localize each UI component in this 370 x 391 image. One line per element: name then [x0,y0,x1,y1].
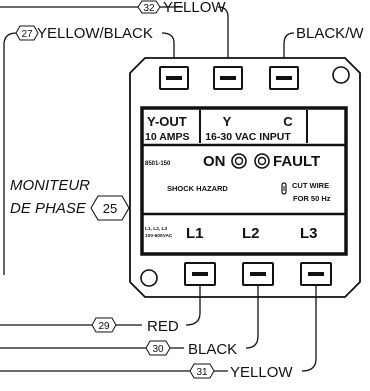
wire-number-badge-30 [145,340,171,356]
wire-number-32: 32 [143,3,155,14]
label-vac-input: 16-30 VAC INPUT [205,131,291,143]
bottom-terminal-l2 [242,262,274,286]
device-label-panel [140,106,348,256]
wire-label-yellow-top: YELLOW [163,0,226,16]
wire-30-black [0,285,259,349]
phase-monitor-device: Y-OUT 10 AMPS Y 16-30 VAC INPUT C 8501-1… [129,57,361,298]
label-model-number: 8501-150 [145,161,171,167]
wire-number-29: 29 [98,321,110,332]
wire-29-red [0,285,201,326]
wire-32-yellow [0,6,229,73]
top-terminal-yellow-black [159,66,189,90]
fault-led-icon [254,153,270,169]
top-terminal-yellow [213,66,243,90]
callout-number-badge-25 [90,195,130,221]
wire-label-yellow-black: YELLOW/BLACK [37,25,153,42]
label-l3: L3 [300,225,318,242]
label-shock-hazard: SHOCK HAZARD [167,184,228,193]
label-cut-wire: CUT WIRE [292,181,329,190]
label-y: Y [223,114,232,129]
wire-31-yellow [0,285,317,372]
wire-number-badge-32 [137,0,161,14]
bottom-terminal-l1 [184,262,216,286]
label-10-amps: 10 AMPS [145,131,190,143]
label-c: C [283,114,293,129]
label-fault: FAULT [273,153,320,170]
label-l2: L2 [242,225,260,242]
bottom-terminal-l3 [300,262,332,286]
wire-label-black-white: BLACK/W [296,25,364,42]
label-de-phase: DE PHASE [10,200,87,217]
cut-wire-jumper-icon [281,182,287,195]
wire-number-badge-29 [91,317,117,333]
label-moniteur: MONITEUR [10,177,90,194]
wire-number-badge-27 [15,25,39,41]
label-for-50hz: FOR 50 Hz [293,194,331,203]
wire-label-red: RED [147,318,179,335]
wire-27-yellowblack [3,32,175,275]
mounting-hole-top [332,66,350,84]
callout-number-25: 25 [103,201,117,216]
top-terminal-black-white [269,66,299,90]
mounting-hole-bottom [140,269,158,287]
wire-label-black: BLACK [188,341,237,358]
wire-number-30: 30 [152,344,164,355]
wire-black-white [283,32,295,73]
label-y-out: Y-OUT [147,114,187,129]
wire-number-27: 27 [21,29,33,40]
label-l1: L1 [186,225,204,242]
wire-number-badge-31 [189,363,215,379]
label-on: ON [203,153,226,170]
wire-label-yellow-bottom: YELLOW [230,364,293,381]
wire-number-31: 31 [196,367,208,378]
label-voltage-range: 100-600VAC [145,233,173,239]
on-led-icon [231,153,247,169]
label-l1-l2-l3-small: L1, L2, L3 [145,226,167,232]
